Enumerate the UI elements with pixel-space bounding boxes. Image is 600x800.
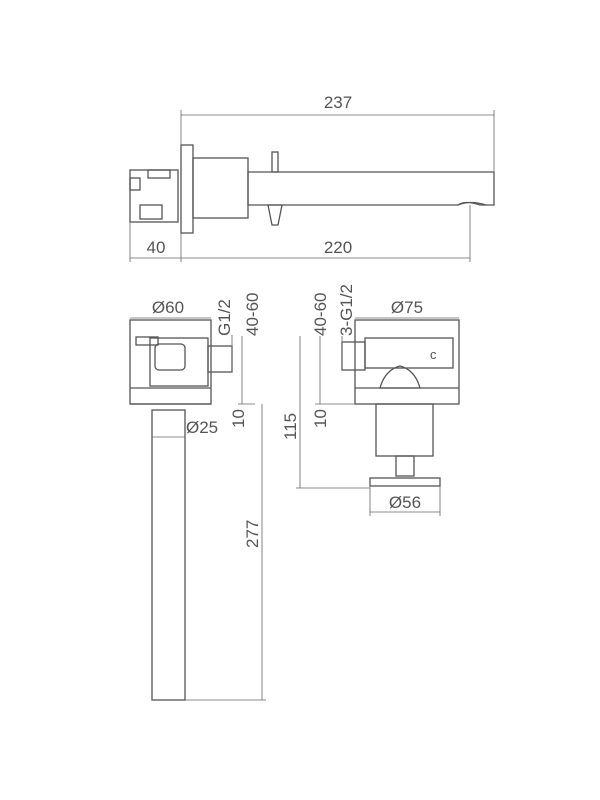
side-lever [271, 151, 279, 173]
right-view: c 40-60 3-G1/2 Ø75 10 115 Ø56 [281, 284, 460, 516]
side-valve-cap-bottom [139, 204, 163, 220]
dim-total-length: 237 [324, 93, 352, 112]
dim-left-pipe-diameter: Ø25 [186, 418, 218, 437]
side-view: 237 220 40 [129, 93, 495, 262]
right-base [369, 477, 441, 487]
side-flange [180, 144, 194, 234]
right-plate [354, 319, 460, 405]
left-view: Ø60 G1/2 40-60 Ø25 10 277 [129, 293, 266, 701]
dim-left-wall-range: 40-60 [243, 293, 262, 336]
right-handle-mark: c [430, 347, 437, 362]
side-lever-base [267, 204, 283, 226]
dim-right-base-diameter: Ø56 [389, 493, 421, 512]
dim-right-offset: 10 [311, 409, 330, 428]
right-handle-body [364, 337, 454, 369]
left-valve-core [154, 343, 186, 371]
side-escutcheon [192, 157, 249, 219]
dim-left-pipe-length: 277 [243, 520, 262, 548]
right-lever-base [379, 365, 421, 389]
dim-right-plate-diameter: Ø75 [391, 298, 423, 317]
side-aerator [457, 201, 487, 206]
left-pipe [151, 409, 186, 701]
dim-right-height: 115 [281, 413, 300, 440]
right-connector [341, 341, 366, 371]
dim-right-wall-range: 40-60 [311, 293, 330, 336]
dim-left-thread: G1/2 [215, 299, 234, 336]
left-valve-block [149, 337, 209, 387]
side-valve-knob [147, 169, 171, 179]
side-spout [247, 171, 495, 206]
dim-right-threads: 3-G1/2 [337, 284, 356, 336]
side-valve-cap-top [129, 177, 141, 191]
dim-left-body-diameter: Ø60 [152, 298, 184, 317]
right-cartridge [375, 403, 434, 457]
dim-flange-depth: 40 [147, 238, 166, 257]
dim-spout-length: 220 [324, 238, 352, 257]
left-handle [135, 336, 159, 346]
right-stem [395, 455, 415, 477]
left-body [129, 319, 212, 405]
dim-left-offset: 10 [229, 409, 248, 428]
